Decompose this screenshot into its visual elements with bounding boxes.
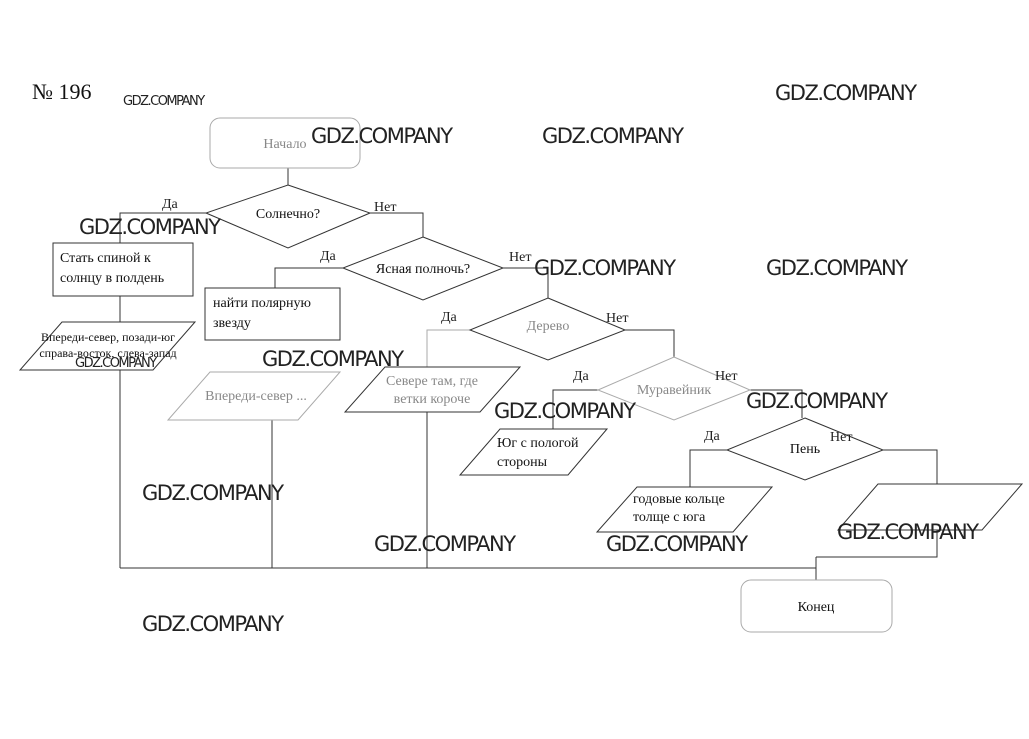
sun-action-line2: солнцу в полдень	[60, 271, 164, 286]
decision-anthill: Муравейник	[596, 356, 752, 421]
star-action-line2: звезду	[213, 316, 251, 331]
stump-result-line2: толще с юга	[633, 510, 706, 525]
watermark: GDZ.COMPANY	[123, 94, 205, 109]
watermark: GDZ.COMPANY	[775, 81, 917, 105]
watermark: GDZ.COMPANY	[311, 124, 453, 148]
watermark: GDZ.COMPANY	[746, 389, 888, 413]
sun-action-line1: Стать спиной к	[60, 251, 151, 266]
problem-number: № 196	[32, 79, 92, 104]
sun-action-box: Стать спиной к солнцу в полдень	[52, 242, 194, 297]
midnight-no: Нет	[509, 250, 531, 265]
watermark: GDZ.COMPANY	[766, 256, 908, 280]
stump-no-output	[836, 483, 1024, 531]
stump-result-output: годовые кольце толще с юга	[595, 486, 774, 533]
sun-result-line1: Впереди-север, позади-юг	[41, 330, 175, 344]
sunny-no: Нет	[374, 200, 396, 215]
anthill-no: Нет	[715, 369, 737, 384]
watermarks: GDZ.COMPANY GDZ.COMPANY GDZ.COMPANY GDZ.…	[75, 81, 981, 636]
decision-tree: Дерево	[468, 297, 627, 361]
midnight-label: Ясная полночь?	[376, 262, 470, 277]
end-node: Конец	[740, 579, 893, 633]
decision-clear-midnight: Ясная полночь?	[341, 236, 505, 301]
anthill-result-line2: стороны	[497, 455, 548, 470]
watermark: GDZ.COMPANY	[542, 124, 684, 148]
decision-stump: Пень	[725, 417, 885, 481]
anthill-label: Муравейник	[637, 383, 712, 398]
sunny-label: Солнечно?	[256, 207, 320, 222]
anthill-result-line1: Юг с пологой	[497, 436, 579, 451]
sunny-yes: Да	[162, 197, 179, 212]
sun-result-line2: справа-восток, слева-запад	[39, 346, 176, 360]
watermark: GDZ.COMPANY	[75, 356, 157, 371]
watermark: GDZ.COMPANY	[534, 256, 676, 280]
end-label: Конец	[798, 600, 835, 615]
midnight-yes: Да	[320, 249, 337, 264]
star-action-box: найти полярную звезду	[204, 287, 341, 341]
tree-label: Дерево	[527, 319, 570, 334]
start-node: Начало	[209, 117, 361, 169]
stump-no: Нет	[830, 430, 852, 445]
watermark: GDZ.COMPANY	[142, 481, 284, 505]
stump-result-line1: годовые кольце	[633, 492, 725, 507]
watermark: GDZ.COMPANY	[262, 347, 404, 371]
tree-yes: Да	[441, 310, 458, 325]
anthill-result-output: Юг с пологой стороны	[458, 428, 609, 476]
watermark: GDZ.COMPANY	[494, 399, 636, 423]
anthill-yes: Да	[573, 369, 590, 384]
connectors	[119, 168, 938, 580]
start-label: Начало	[263, 137, 306, 152]
tree-result-line1: Севере там, где	[386, 374, 478, 389]
star-result-label: Впереди-север ...	[205, 389, 307, 404]
watermark: GDZ.COMPANY	[837, 520, 979, 544]
watermark: GDZ.COMPANY	[606, 532, 748, 556]
tree-result-output: Севере там, где ветки короче	[343, 366, 522, 413]
stump-label: Пень	[790, 442, 820, 457]
star-result-output: Впереди-север ...	[166, 371, 342, 421]
watermark: GDZ.COMPANY	[142, 612, 284, 636]
stump-yes: Да	[704, 429, 721, 444]
watermark: GDZ.COMPANY	[374, 532, 516, 556]
tree-result-line2: ветки короче	[394, 392, 471, 407]
tree-no: Нет	[606, 311, 628, 326]
star-action-line1: найти полярную	[213, 296, 311, 311]
watermark: GDZ.COMPANY	[79, 215, 221, 239]
sun-result-output: Впереди-север, позади-юг справа-восток, …	[18, 321, 197, 371]
decision-sunny: Солнечно?	[204, 184, 372, 249]
